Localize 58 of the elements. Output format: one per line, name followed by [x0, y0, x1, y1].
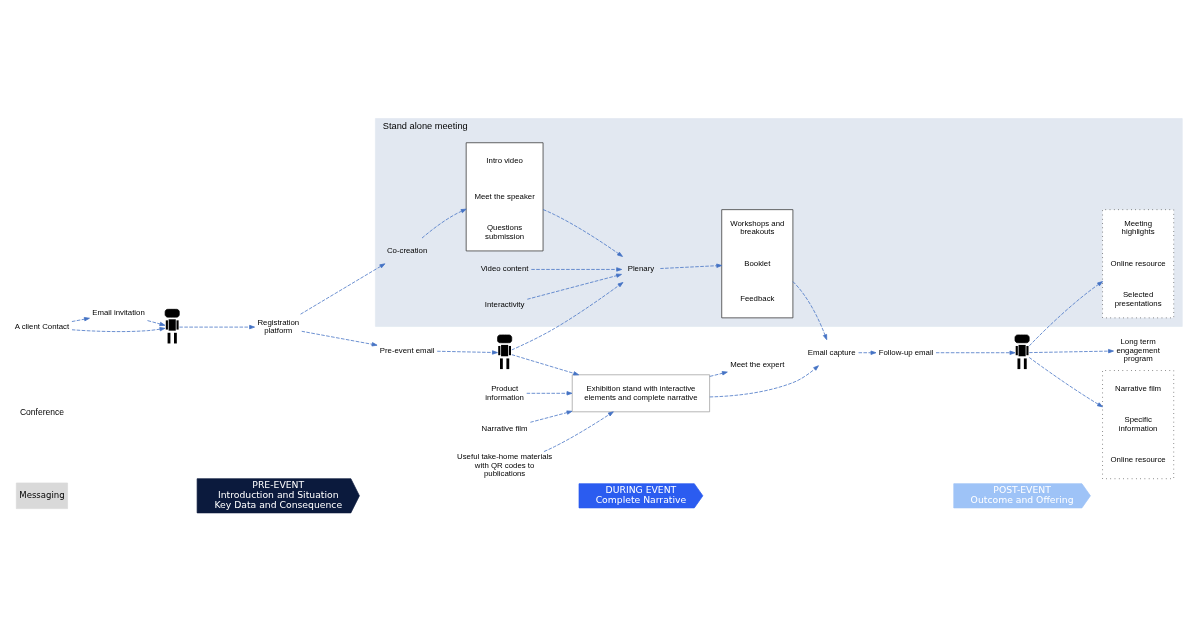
cluster: [1102, 370, 1175, 480]
arrow: [543, 411, 614, 452]
arrow: [1028, 357, 1103, 408]
arrow: [530, 410, 573, 423]
node-text: Narrative film: [1115, 384, 1162, 394]
node-text: Long term engagement program: [1116, 337, 1160, 364]
cluster: [721, 209, 794, 319]
arrow: [526, 391, 573, 396]
arrow: [511, 282, 624, 351]
node-text: Narrative film: [481, 423, 528, 433]
arrow: [660, 263, 723, 269]
node-text: Email capture: [807, 347, 856, 357]
arrow: [301, 330, 378, 347]
node-text: Product information: [485, 384, 524, 402]
arrow: [858, 350, 877, 355]
arrow: [511, 354, 580, 376]
node-text: Pre-event email: [379, 345, 435, 355]
node-text: Booklet: [744, 258, 771, 268]
node-text: Questions submission: [485, 223, 525, 241]
arrow: [71, 327, 166, 332]
arrow: [709, 365, 819, 398]
node-text: Selected presentations: [1114, 290, 1162, 308]
arrow: [421, 208, 467, 239]
node-text: Registration platform: [257, 317, 300, 336]
node-text: Online resource: [1110, 455, 1166, 465]
arrow: [300, 263, 386, 315]
node-text: Specific information: [1118, 415, 1158, 433]
node-text: Meet the expert: [730, 359, 785, 369]
arrow: [530, 267, 623, 272]
arrow: [179, 324, 255, 330]
node-text: Meet the speaker: [474, 191, 535, 201]
arrow: [935, 350, 1016, 355]
label: Conference: [19, 406, 64, 417]
node-text: Email invitation: [92, 307, 145, 317]
node-text: A client Contact: [14, 322, 70, 332]
arrow: [147, 320, 166, 327]
arrow: [792, 281, 828, 341]
node-text: Useful take-home materials with QR codes to publications: [457, 452, 553, 479]
node-text: Workshops and breakouts: [730, 218, 785, 237]
node-text: Co-creation: [386, 245, 428, 255]
arrow: [542, 209, 623, 257]
node-box: Exhibition stand with interactive elements and complete narrative: [571, 374, 710, 413]
node-text: Plenary: [627, 264, 655, 274]
arrow: [1028, 349, 1114, 354]
arrow: [1028, 281, 1103, 347]
node-text: Video content: [480, 264, 529, 274]
node-text: Intro video: [486, 156, 523, 166]
node-text: Meeting highlights: [1121, 218, 1155, 237]
node-text: Interactivity: [484, 300, 525, 310]
node-text: Online resource: [1110, 258, 1166, 268]
arrow: [71, 317, 90, 322]
node-text: Follow-up email: [878, 347, 934, 357]
node-text: Feedback: [740, 294, 775, 304]
cluster: [1102, 209, 1175, 319]
arrow: [526, 273, 622, 300]
arrow: [436, 350, 498, 355]
arrow: [709, 371, 728, 377]
node-box: Messaging: [15, 482, 68, 509]
